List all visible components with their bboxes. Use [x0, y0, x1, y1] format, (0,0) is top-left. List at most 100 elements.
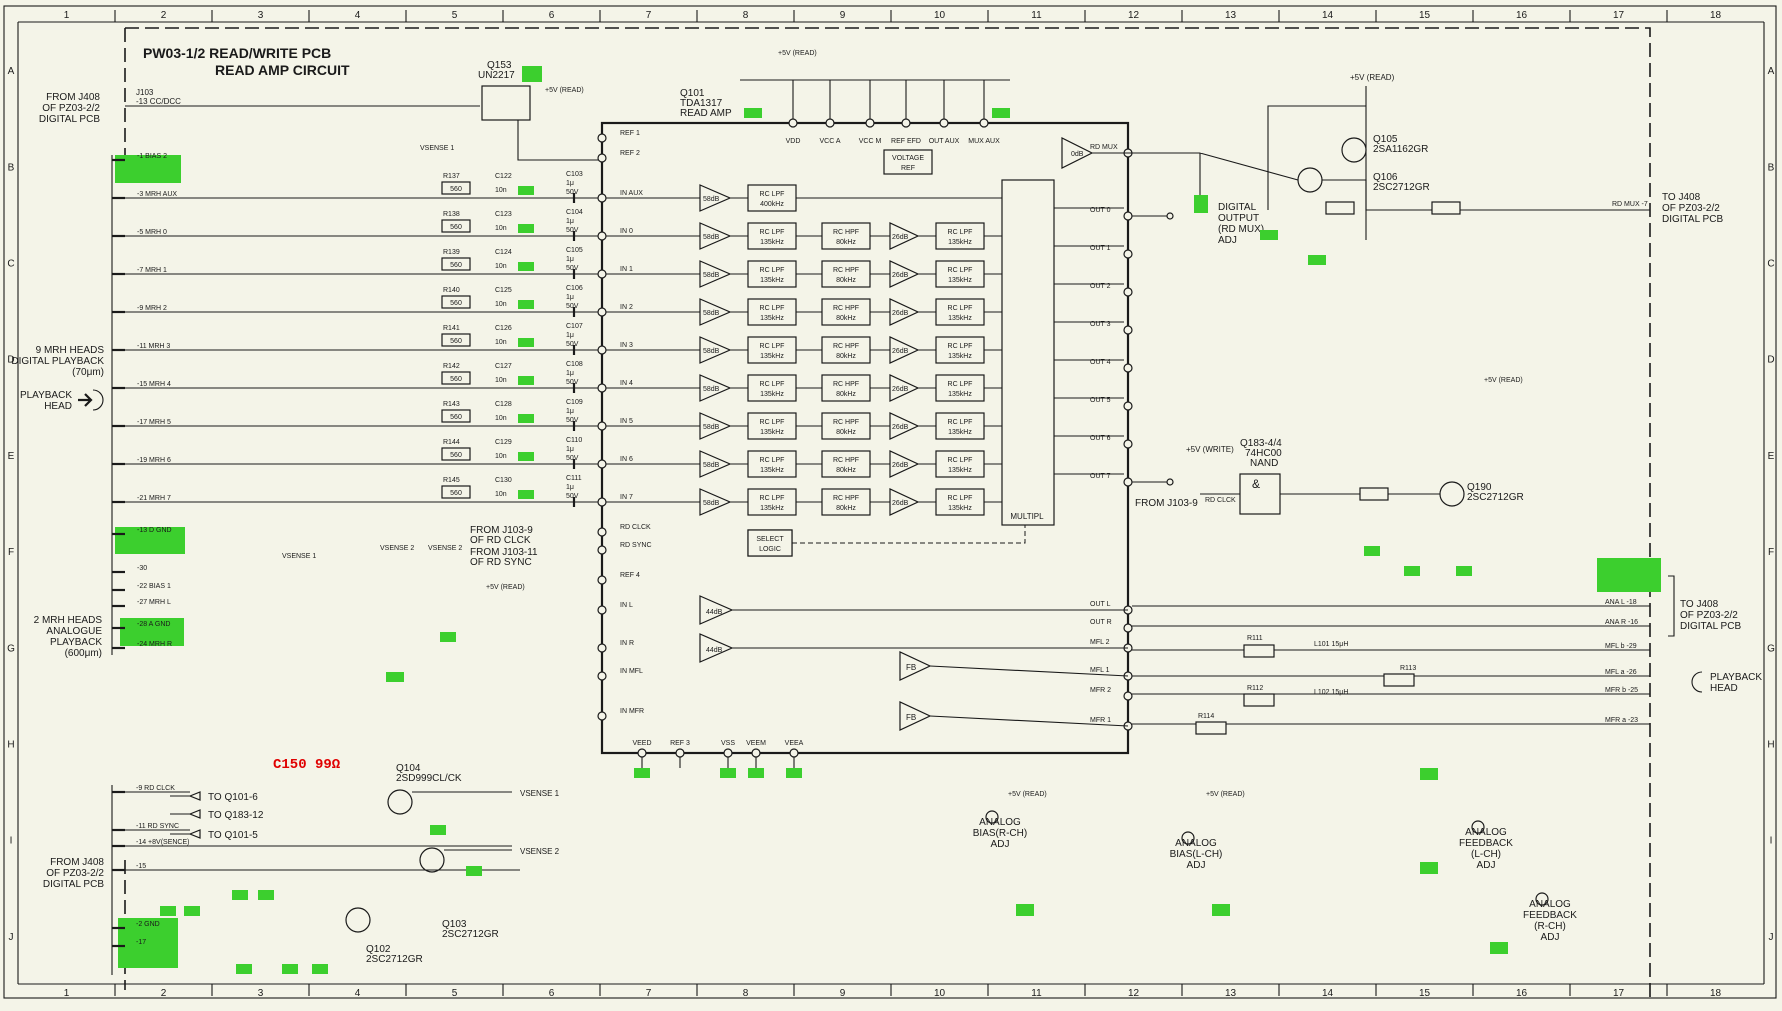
adjust-label-line: ADJ — [991, 839, 1010, 850]
ic-bottom-pin-circle — [637, 748, 647, 758]
supply-read-left: +5V (READ) — [486, 584, 525, 591]
channel-resistor — [441, 447, 471, 461]
adjust-trimmer-icon — [985, 810, 999, 824]
channel-cap-ref: C123 — [495, 211, 512, 218]
chain-lpf-freq: 135kHz — [760, 429, 784, 436]
analog-internal-wires — [732, 609, 1129, 727]
channel-resistor-value: 560 — [450, 186, 462, 193]
chain-lpf-freq: 135kHz — [760, 277, 784, 284]
supply-read-q153: +5V (READ) — [545, 87, 584, 94]
grid-col-bottom-9: 9 — [840, 988, 846, 999]
ic-q101-desc: READ AMP — [680, 108, 732, 119]
ic-top-pin-label: VCC A — [819, 138, 840, 145]
channel-resistor — [441, 371, 471, 385]
grid-col-top-17: 17 — [1613, 10, 1625, 21]
adjust-label-line: ANALOG — [979, 817, 1021, 828]
adjust-label-line: BIAS(R-CH) — [973, 828, 1027, 839]
ic-left-pin-label: RD CLCK — [620, 524, 651, 531]
chain-amp-26db — [889, 450, 920, 478]
chain-lpf2-block — [935, 222, 985, 250]
grid-col-top-16: 16 — [1516, 10, 1528, 21]
chain-hpf-freq: 80kHz — [836, 277, 856, 284]
l102-label: L102 15μH — [1314, 689, 1348, 696]
right-output-pin-label: ANA R -16 — [1605, 619, 1638, 626]
svg-text:2 MRH HEADS: 2 MRH HEADS — [34, 615, 103, 626]
channel-cap-value: 10n — [495, 339, 507, 346]
channel-cap-value: 10n — [495, 415, 507, 422]
svg-text:DIGITAL PCB: DIGITAL PCB — [1680, 621, 1741, 632]
q104-ref: Q104 — [396, 763, 421, 774]
svg-text:FROM J408: FROM J408 — [50, 857, 104, 868]
svg-text:OF RD CLCK: OF RD CLCK — [470, 535, 531, 546]
grid-col-bottom-10: 10 — [934, 988, 946, 999]
q190-ref: Q190 — [1467, 482, 1492, 493]
ic-right-pin-circle — [1123, 325, 1133, 335]
pad-c193 — [1364, 546, 1380, 556]
pad-bias2 — [115, 155, 181, 183]
channel-resistor-ref: R137 — [443, 173, 460, 180]
rd-mux-out-wire — [1128, 152, 1460, 211]
adjust-label-line: BIAS(L-CH) — [1170, 849, 1223, 860]
ic-left-pin-circle — [597, 231, 607, 241]
grid-col-bottom-8: 8 — [743, 988, 749, 999]
q153-ref2-wire — [517, 120, 602, 161]
vsense1-top: VSENSE 1 — [420, 145, 454, 152]
red-note: C150 99Ω — [273, 757, 341, 773]
coupling-cap-ref: C103 — [566, 171, 583, 178]
channel-resistor-value: 560 — [450, 414, 462, 421]
chain-lpf2-block — [935, 298, 985, 326]
grid-row-right-D: D — [1767, 355, 1774, 366]
ic-left-pin-label: IN 0 — [620, 228, 633, 235]
channel-gnd-pad — [518, 490, 534, 499]
ic-bottom-pin-label: VSS — [721, 740, 735, 747]
grid-col-top-9: 9 — [840, 10, 846, 21]
coupling-cap-ref: C109 — [566, 399, 583, 406]
ic-top-pin-label: REF EFD — [891, 138, 921, 145]
chain-amp-58db-gain: 58dB — [703, 500, 720, 507]
bottom-pin-label: -9 RD CLCK — [136, 785, 175, 792]
ic-left-pin-label: IN 2 — [620, 304, 633, 311]
chain-lpf-freq: 135kHz — [760, 467, 784, 474]
svg-text:9 MRH HEADS: 9 MRH HEADS — [36, 345, 105, 356]
chain-hpf-block — [821, 260, 871, 288]
svg-text:DIGITAL PCB: DIGITAL PCB — [43, 879, 104, 890]
chain-hpf-freq: 80kHz — [836, 429, 856, 436]
grid-col-bottom-17: 17 — [1613, 988, 1625, 999]
ic-left-pin-circle — [597, 307, 607, 317]
input-pin-label: -1 BIAS 2 — [137, 153, 167, 160]
chain-amp-58db-gain: 58dB — [703, 196, 720, 203]
channel-resistor-ref: R139 — [443, 249, 460, 256]
bottom-pin-label: -17 — [136, 939, 146, 946]
channel-resistor-value: 560 — [450, 338, 462, 345]
rd-mux-out-pin: RD MUX -7 — [1612, 201, 1648, 208]
ic-top-pin-circle — [825, 118, 835, 128]
svg-text:ADJ: ADJ — [1218, 235, 1237, 246]
chain-amp-58db-gain: 58dB — [703, 386, 720, 393]
ic-left-pin-circle — [597, 153, 607, 163]
ic-right-pin-label: MFL 1 — [1090, 667, 1110, 674]
grid-col-bottom-16: 16 — [1516, 988, 1528, 999]
channel-resistor-ref: R144 — [443, 439, 460, 446]
adjust-label-line: (L-CH) — [1471, 849, 1501, 860]
chain-lpf2-block — [935, 260, 985, 288]
pad-dgnd — [115, 527, 185, 554]
ic-left-pin-circle — [597, 671, 607, 681]
adjust-label-line: FEEDBACK — [1459, 838, 1513, 849]
grid-row-right-J: J — [1769, 932, 1774, 943]
ic-right-pin-circle — [1123, 691, 1133, 701]
pad-r196 — [1456, 566, 1472, 576]
ic-left-pin-label: IN 3 — [620, 342, 633, 349]
vref-label-2: REF — [901, 165, 915, 172]
ic-top-pin-circle — [865, 118, 875, 128]
coupling-cap-ref: C106 — [566, 285, 583, 292]
pad-r131 — [1308, 255, 1326, 265]
ic-right-pin-circle — [1123, 623, 1133, 633]
q190-transistor — [1439, 481, 1465, 507]
pad-gnd-bottom — [118, 918, 178, 968]
heads2-label: 2 MRH HEADS ANALOGUE PLAYBACK (600μm) — [34, 615, 103, 659]
chain-amp-26db — [889, 260, 920, 288]
chain-amp-58db — [699, 222, 732, 250]
ic-left-pin-label: IN R — [620, 640, 634, 647]
ic-top-pin-circle — [939, 118, 949, 128]
grid-col-top-14: 14 — [1322, 10, 1334, 21]
